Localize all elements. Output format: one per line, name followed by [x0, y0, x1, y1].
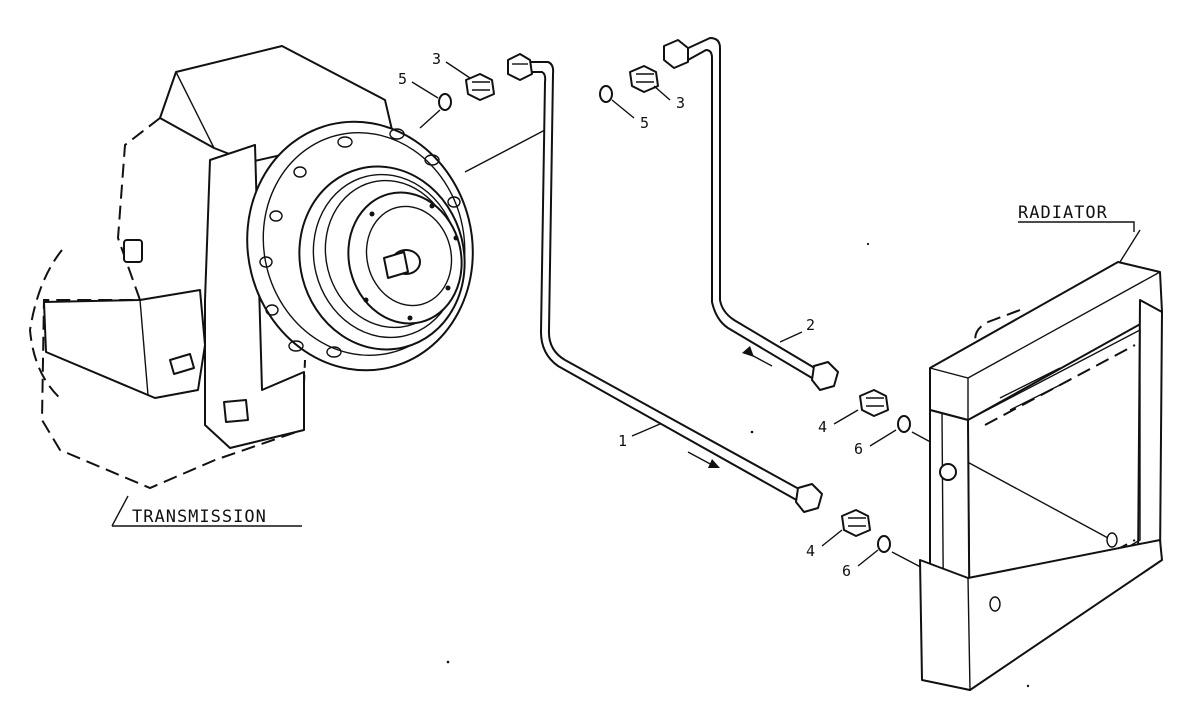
flange-bolt-holes — [259, 128, 461, 358]
transmission-label-leader — [111, 495, 129, 527]
callout-6-lower: 6 — [842, 562, 851, 580]
port-leader-line — [464, 129, 546, 173]
connector-4-lower — [841, 509, 871, 537]
callout-3-left: 3 — [432, 50, 441, 68]
callout-6-upper: 6 — [854, 440, 863, 458]
connector-3-left — [465, 73, 495, 101]
callout-4-upper: 4 — [818, 418, 827, 436]
callout-2: 2 — [806, 316, 815, 334]
callout-3-right: 3 — [676, 94, 685, 112]
callout-5-right: 5 — [640, 114, 649, 132]
hose-2 — [663, 37, 839, 391]
transmission-label: TRANSMISSION — [132, 507, 267, 527]
callout-5-left: 5 — [398, 70, 407, 88]
transmission-assembly — [28, 45, 474, 490]
radiator-assembly — [919, 261, 1163, 691]
radiator-label-underline — [1018, 221, 1135, 232]
connector-3-right — [629, 65, 659, 93]
o-ring-6-lower — [877, 535, 891, 553]
radiator-label-leader — [1119, 229, 1141, 263]
connector-4-upper — [859, 389, 889, 417]
callout-4-lower: 4 — [806, 542, 815, 560]
o-ring-5-right — [599, 85, 613, 103]
callouts: 3 5 3 5 2 1 4 6 4 6 — [398, 50, 897, 580]
radiator-label: RADIATOR — [1018, 203, 1108, 223]
callout-1: 1 — [618, 432, 627, 450]
hose-1 — [507, 53, 823, 513]
o-ring-5-left — [438, 93, 452, 111]
o-ring-6-upper — [897, 415, 911, 433]
ring-leader-line — [419, 109, 441, 129]
